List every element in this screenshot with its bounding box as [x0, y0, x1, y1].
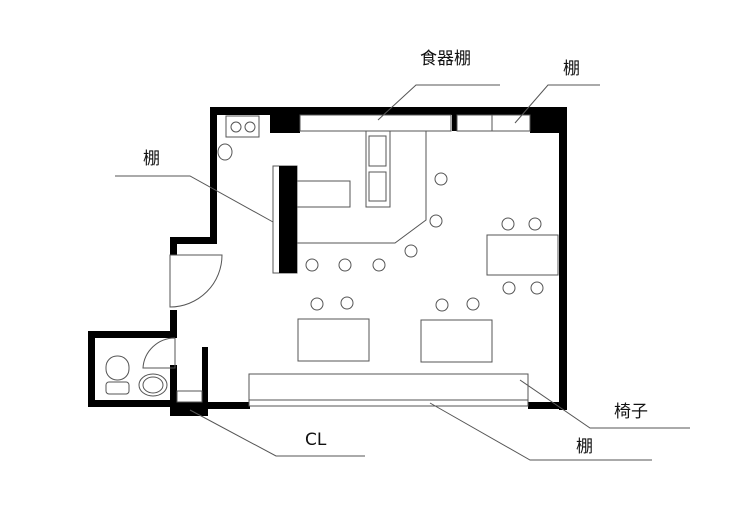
table	[420, 319, 493, 363]
toilet	[105, 355, 130, 381]
sink	[217, 143, 233, 161]
table	[297, 318, 370, 362]
label-shelf-left: 棚	[143, 149, 160, 169]
seating	[248, 172, 559, 407]
label-chair: 椅子	[614, 402, 648, 422]
label-shelf-top-right: 棚	[563, 59, 580, 79]
label-closet: CL	[305, 430, 327, 450]
table	[486, 234, 559, 276]
label-shelf-bottom: 棚	[576, 437, 593, 457]
doors	[105, 254, 223, 403]
closet	[176, 390, 203, 403]
label-dish-shelf: 食器棚	[420, 49, 471, 69]
leader-lines	[115, 84, 690, 461]
dish-shelf	[299, 114, 452, 132]
shelf-top-right	[456, 114, 531, 132]
bench	[248, 373, 529, 407]
kitchen	[217, 114, 531, 274]
